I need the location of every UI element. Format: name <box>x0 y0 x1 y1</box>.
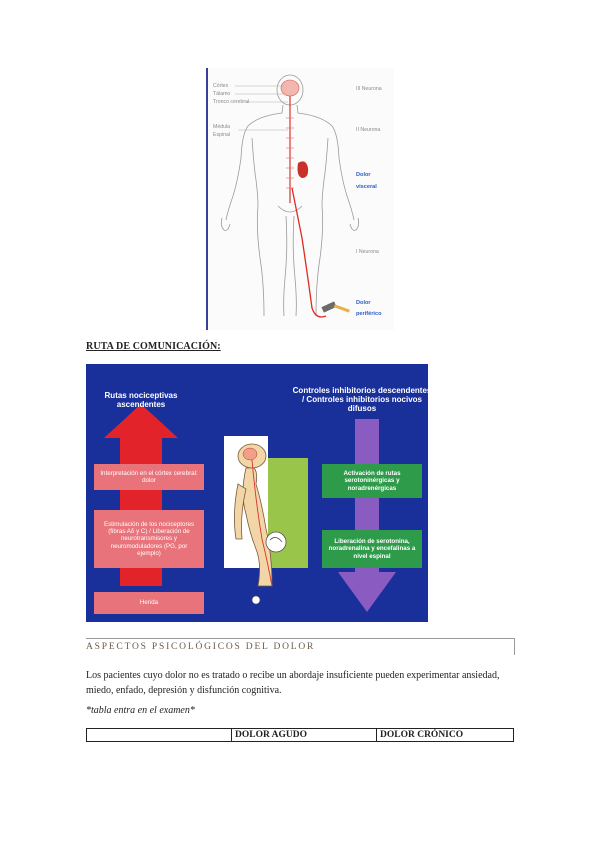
table-header-empty <box>86 728 232 742</box>
label-tronco: Tronco cerebral <box>213 99 249 105</box>
descending-title: Controles inhibitorios descendentes / Co… <box>292 386 428 413</box>
box-liberacion: Liberación de serotonina, noradrenalina … <box>322 530 422 568</box>
ascending-title: Rutas nociceptivas ascendentes <box>104 391 178 409</box>
label-dolor-periferico-2: periférico <box>356 311 382 317</box>
descending-arrow-icon <box>338 419 396 612</box>
label-dolor-periferico-1: Dolor <box>356 300 371 306</box>
label-espinal: Espinal <box>213 132 230 138</box>
body-paragraph: Los pacientes cuyo dolor no es tratado o… <box>86 670 500 696</box>
label-neurona-1: I Neurona <box>356 249 379 255</box>
section-title: RUTA DE COMUNICACIÓN: <box>86 341 221 352</box>
pain-comparison-table: DOLOR AGUDO DOLOR CRÓNICO <box>86 728 514 742</box>
heading-rule: ASPECTOS PSICOLÓGICOS DEL DOLOR <box>86 638 515 655</box>
exam-note: *tabla entra en el examen* <box>86 705 195 716</box>
table-header-cronico: DOLOR CRÓNICO <box>376 728 514 742</box>
label-cortex: Córtex <box>213 83 229 89</box>
label-dolor-visceral-2: visceral <box>356 184 377 190</box>
label-neurona-3: III Neurona <box>356 86 382 92</box>
box-activacion: Activación de rutas serotoninérgicas y n… <box>322 464 422 498</box>
table-row: DOLOR AGUDO DOLOR CRÓNICO <box>86 728 514 742</box>
box-estimulacion: Estimulación de los nociceptores (fibras… <box>94 510 204 568</box>
body-neuron-diagram: Córtex Tálamo Tronco cerebral Médula Esp… <box>206 68 394 330</box>
table-header-agudo: DOLOR AGUDO <box>231 728 377 742</box>
label-neurona-2: II Neurona <box>356 127 380 133</box>
body-outline <box>220 74 360 317</box>
section-heading: ASPECTOS PSICOLÓGICOS DEL DOLOR <box>86 642 316 652</box>
label-dolor-visceral-1: Dolor <box>356 172 371 178</box>
label-medula: Médula <box>213 124 230 130</box>
pain-pathways-diagram: Rutas nociceptivas ascendentes Controles… <box>86 364 428 622</box>
box-interpretacion: Interpretación en el córtex cerebral: do… <box>94 464 204 490</box>
box-herida: Herida <box>94 592 204 614</box>
label-talamo: Tálamo <box>213 91 230 97</box>
